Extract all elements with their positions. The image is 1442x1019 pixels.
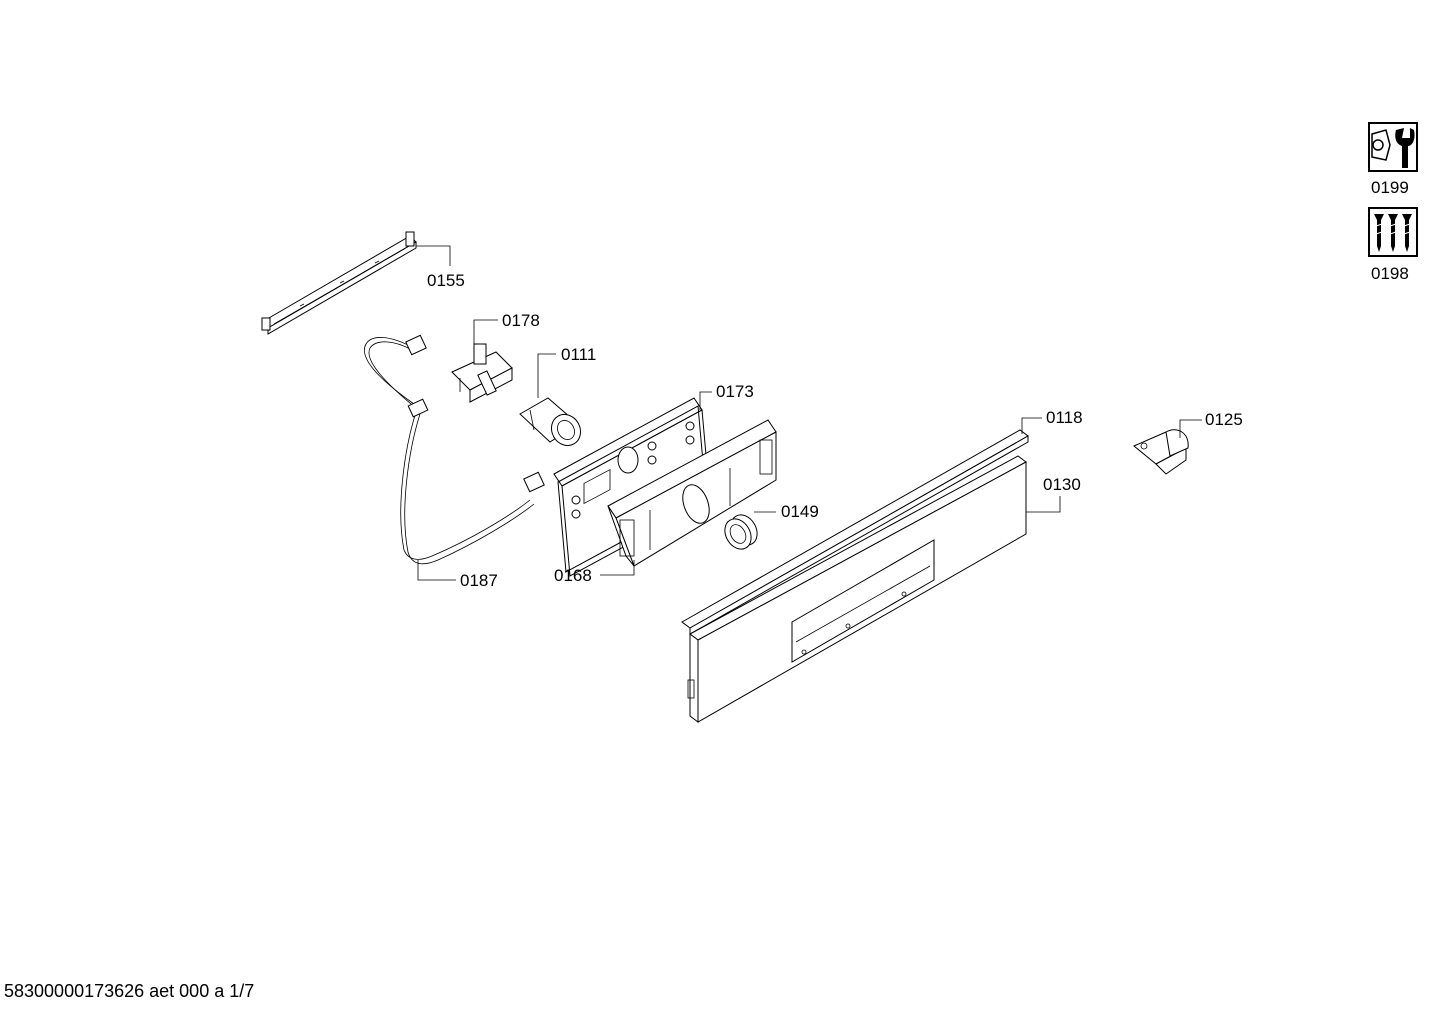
leader-0173 [699,391,712,410]
callout-0187: 0187 [460,571,498,590]
screws-icon [1368,207,1418,257]
part-0149-knob-ring [724,514,758,550]
part-0130-control-panel [687,455,1027,723]
part-0155-mounting-rail [261,231,417,335]
callout-0168: 0168 [554,566,592,585]
callout-0125: 0125 [1205,410,1243,429]
leader-0168 [600,560,635,576]
part-0111-encoder [519,397,582,447]
part-0187-wiring-harness [364,334,545,565]
leader-0187 [417,560,456,581]
leader-0155 [416,245,451,266]
callout-0173: 0173 [716,382,754,401]
leader-0118 [1021,417,1042,434]
wrench-nut-icon [1368,122,1418,172]
callout-0130: 0130 [1043,475,1081,494]
legend-screw-kit-number: 0198 [1371,264,1409,283]
leader-0130 [1026,496,1061,513]
callout-0178: 0178 [502,311,540,330]
callout-0155: 0155 [427,271,465,290]
part-0125-hinge-clip [1133,429,1189,475]
part-0168-display-frame [607,419,777,567]
leader-0111 [537,353,556,398]
leader-0125 [1179,419,1202,438]
callout-0149: 0149 [781,502,819,521]
callout-0111: 0111 [561,345,596,364]
part-0118-trim-strip [681,429,1029,635]
legend-tool-kit-number: 0199 [1371,178,1409,197]
callout-0118: 0118 [1046,408,1083,427]
document-id: 58300000173626 aet 000 a 1/7 [4,981,255,1001]
leader-0178 [473,319,498,350]
part-0178-switch [451,343,513,403]
